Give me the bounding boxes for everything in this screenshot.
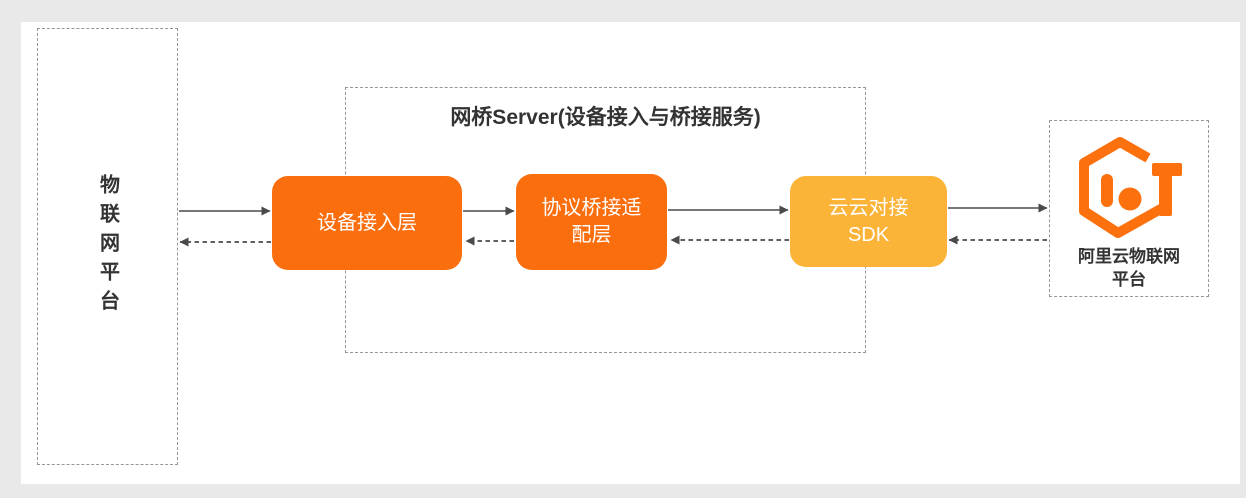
node-device-access-layer-label: 设备接入层 — [317, 211, 417, 234]
aliyun-iot-logo — [1073, 136, 1185, 240]
iot-platform-panel: 物联网平台 — [37, 28, 178, 465]
node-cloud-cloud-sdk: 云云对接 SDK — [790, 176, 947, 267]
aliyun-iot-platform-label-line2: 平台 — [1112, 270, 1146, 289]
iot-platform-label: 物联网平台 — [96, 174, 119, 319]
aliyun-iot-platform-label-line1: 阿里云物联网 — [1078, 247, 1180, 266]
node-protocol-bridge-adapter-layer: 协议桥接适 配层 — [516, 174, 667, 270]
bridge-server-title: 网桥Server(设备接入与桥接服务) — [450, 106, 761, 129]
node-protocol-bridge-adapter-layer-line1: 协议桥接适 — [541, 197, 642, 219]
aliyun-iot-platform-label: 阿里云物联网 平台 — [1078, 245, 1180, 291]
diagram-card: 物联网平台 网桥Server(设备接入与桥接服务) 阿里云物联网 平台 设备接入… — [21, 22, 1240, 484]
node-cloud-cloud-sdk-line1: 云云对接 — [828, 196, 909, 219]
aliyun-iot-platform-panel: 阿里云物联网 平台 — [1049, 120, 1209, 297]
node-device-access-layer: 设备接入层 — [272, 176, 462, 270]
node-protocol-bridge-adapter-layer-line2: 配层 — [571, 224, 612, 246]
node-cloud-cloud-sdk-line2: SDK — [847, 223, 890, 246]
